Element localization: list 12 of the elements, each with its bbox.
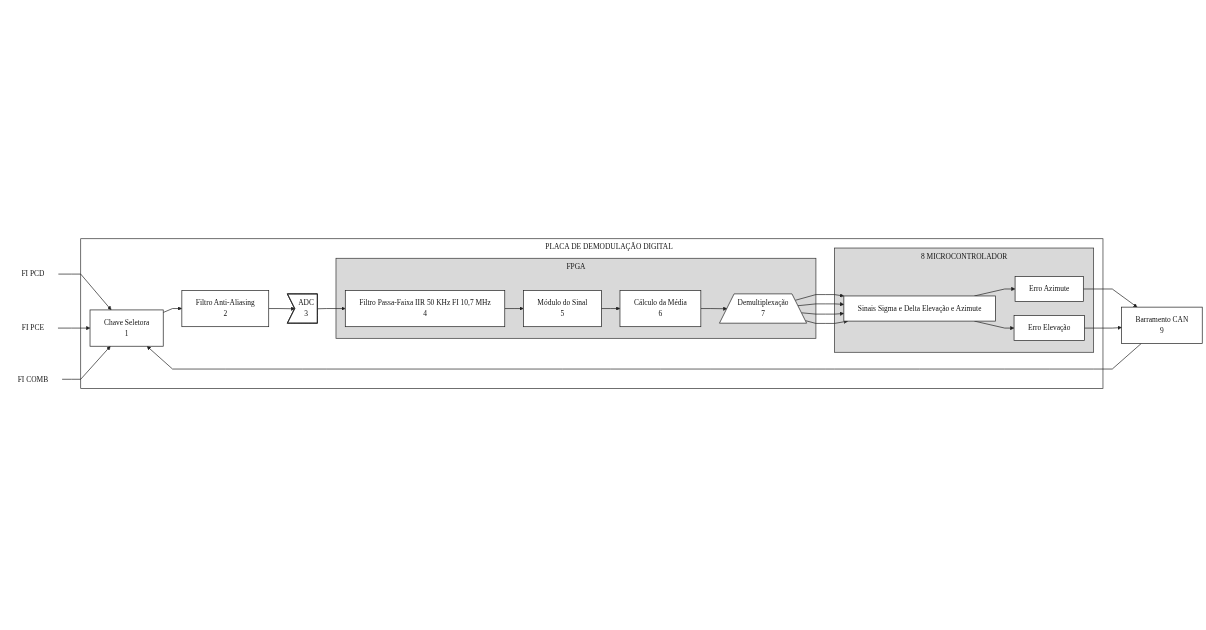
node-box xyxy=(344,289,506,327)
cluster xyxy=(834,247,1094,353)
node-box xyxy=(181,289,270,327)
node-box xyxy=(1013,314,1085,341)
cluster xyxy=(335,257,817,339)
node-box xyxy=(1014,275,1084,302)
node-box xyxy=(523,289,602,327)
cluster xyxy=(80,238,1104,389)
node-box xyxy=(1121,306,1203,344)
node-box xyxy=(843,295,996,322)
node-box xyxy=(619,289,702,327)
node-box xyxy=(89,309,164,347)
